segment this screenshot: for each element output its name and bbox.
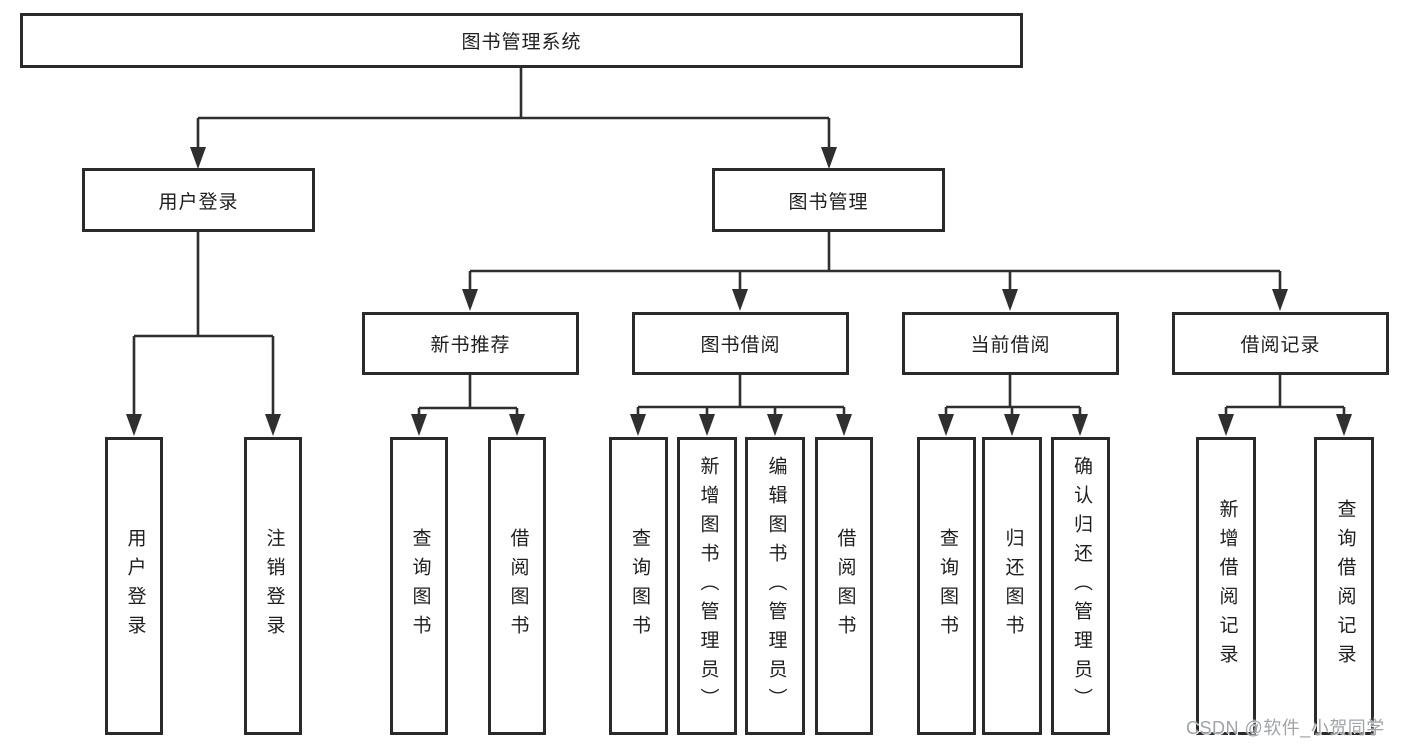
- node-borrow-records: 借阅记录: [1172, 312, 1389, 375]
- leaf-query-borrow-record: 查询借阅记录: [1314, 437, 1374, 735]
- connector-line: [132, 232, 275, 416]
- leaf-add-borrow-record: 新增借阅记录: [1196, 437, 1256, 735]
- connector-user-login-branch: [126, 232, 281, 436]
- leaf-label: 查询图书: [409, 528, 431, 644]
- connector-borrow-records-branch: [1218, 375, 1352, 436]
- leaf-edit-book-admin: 编辑图书（管理员）: [745, 437, 805, 735]
- leaf-label: 查询图书: [628, 528, 650, 644]
- node-root: 图书管理系统: [20, 13, 1023, 68]
- arrowhead: [190, 147, 837, 169]
- connector-line: [944, 375, 1082, 416]
- leaf-label: 确认归还（管理员）: [1070, 455, 1092, 717]
- leaf-label: 编辑图书（管理员）: [765, 455, 787, 717]
- connector-line: [417, 375, 519, 416]
- arrowhead: [411, 414, 525, 436]
- arrowhead: [462, 289, 1288, 311]
- leaf-label: 注销登录: [263, 528, 285, 644]
- leaf-query-books-recommend: 查询图书: [390, 437, 448, 735]
- connector-line: [196, 68, 831, 149]
- leaf-logout: 注销登录: [244, 437, 302, 735]
- connector-new-book-branch: [411, 375, 525, 436]
- node-label: 新书推荐: [430, 335, 511, 356]
- node-new-book-recommend: 新书推荐: [362, 312, 579, 375]
- leaf-label: 新增借阅记录: [1216, 499, 1238, 673]
- connector-book-borrow-branch: [630, 375, 852, 436]
- node-label: 图书管理系统: [461, 32, 582, 53]
- node-label: 借阅记录: [1240, 335, 1321, 356]
- node-label: 图书管理: [788, 191, 869, 213]
- connector-line: [1224, 375, 1346, 416]
- leaf-borrow-books-recommend: 借阅图书: [488, 437, 546, 735]
- watermark: CSDN @软件_小贺同学: [1186, 718, 1385, 738]
- leaf-confirm-return-admin: 确认归还（管理员）: [1051, 437, 1110, 735]
- node-user-login: 用户登录: [82, 168, 315, 232]
- leaf-label: 查询图书: [936, 528, 958, 644]
- leaf-label: 查询借阅记录: [1334, 499, 1356, 673]
- leaf-add-book-admin: 新增图书（管理员）: [677, 437, 737, 735]
- connector-line: [468, 232, 1282, 291]
- node-current-borrow: 当前借阅: [902, 312, 1119, 375]
- leaf-label: 借阅图书: [834, 528, 856, 644]
- node-label: 图书借阅: [700, 335, 781, 356]
- leaf-borrow-books: 借阅图书: [815, 437, 873, 735]
- leaf-label: 归还图书: [1002, 528, 1024, 644]
- arrowhead: [1218, 414, 1352, 436]
- leaf-user-login: 用户登录: [105, 437, 163, 735]
- node-book-management: 图书管理: [712, 168, 945, 232]
- connector-book-management-branch: [462, 232, 1288, 311]
- leaf-label: 借阅图书: [507, 528, 529, 644]
- connector-line: [636, 375, 846, 416]
- node-label: 当前借阅: [970, 335, 1051, 356]
- arrowhead: [126, 414, 281, 436]
- leaf-query-books-borrow: 查询图书: [609, 437, 668, 735]
- node-book-borrow: 图书借阅: [632, 312, 849, 375]
- leaf-label: 用户登录: [124, 528, 146, 644]
- leaf-label: 新增图书（管理员）: [697, 455, 719, 717]
- arrowhead: [938, 414, 1088, 436]
- connector-current-borrow-branch: [938, 375, 1088, 436]
- connector-root-to-level2: [190, 68, 837, 169]
- arrowhead: [630, 414, 852, 436]
- leaf-query-books-current: 查询图书: [917, 437, 976, 735]
- node-label: 用户登录: [158, 191, 239, 213]
- leaf-return-books: 归还图书: [982, 437, 1042, 735]
